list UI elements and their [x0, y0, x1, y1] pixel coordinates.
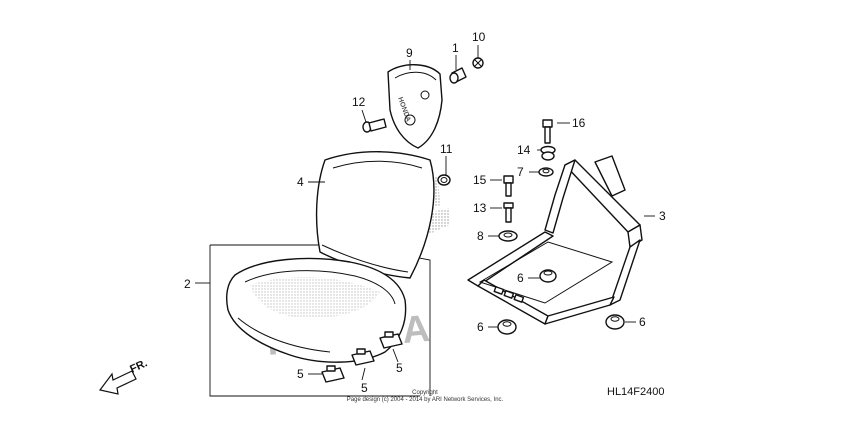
callout-6c: 6 — [639, 315, 646, 329]
bolt-16 — [542, 119, 553, 144]
nut-7 — [538, 167, 554, 177]
callout-1: 1 — [452, 41, 459, 55]
nut-6-frame — [539, 269, 557, 283]
screw-10 — [472, 57, 484, 69]
bolt-12 — [362, 118, 387, 133]
diagram-code: HL14F2400 — [607, 386, 665, 398]
callout-12: 12 — [352, 95, 366, 109]
seat-clips — [321, 331, 403, 383]
washer-8 — [498, 230, 518, 242]
callout-4: 4 — [297, 175, 304, 189]
callout-8: 8 — [477, 229, 484, 243]
callout-2: 2 — [184, 277, 191, 291]
nut-6-left — [497, 319, 517, 335]
callout-6a: 6 — [517, 271, 524, 285]
callout-9: 9 — [406, 46, 413, 60]
callout-labels: 1 2 3 4 5 5 5 6 6 6 7 8 9 10 11 12 13 14… — [184, 30, 666, 395]
callout-15: 15 — [473, 173, 487, 187]
callout-14: 14 — [517, 143, 531, 157]
bolt-13 — [503, 202, 514, 223]
callout-13: 13 — [473, 201, 487, 215]
callout-5a: 5 — [297, 367, 304, 381]
headrest-cover: HONDA — [387, 64, 443, 149]
bolt-15 — [503, 175, 514, 197]
callout-11: 11 — [440, 142, 453, 156]
leader-lines — [308, 45, 655, 381]
callout-7: 7 — [517, 165, 524, 179]
front-direction-indicator: FR. — [98, 357, 149, 395]
seat-frame — [467, 155, 643, 325]
callout-10: 10 — [472, 30, 486, 44]
callout-6b: 6 — [477, 320, 484, 334]
callout-16: 16 — [572, 116, 586, 130]
callout-5c: 5 — [396, 361, 403, 375]
callout-5b: 5 — [361, 381, 368, 395]
nut-6-right — [605, 314, 625, 330]
copyright-line-1: Copyright — [412, 390, 438, 396]
callout-3: 3 — [659, 209, 666, 223]
front-arrow-icon — [98, 370, 137, 395]
nut-11 — [437, 174, 451, 186]
copyright-line-2: Page design (c) 2004 - 2014 by ARI Netwo… — [347, 397, 504, 403]
seat-cushion — [226, 257, 407, 363]
washer-14 — [540, 145, 556, 161]
collar — [449, 67, 467, 84]
seat-back — [315, 151, 435, 279]
front-label: FR. — [128, 357, 149, 375]
